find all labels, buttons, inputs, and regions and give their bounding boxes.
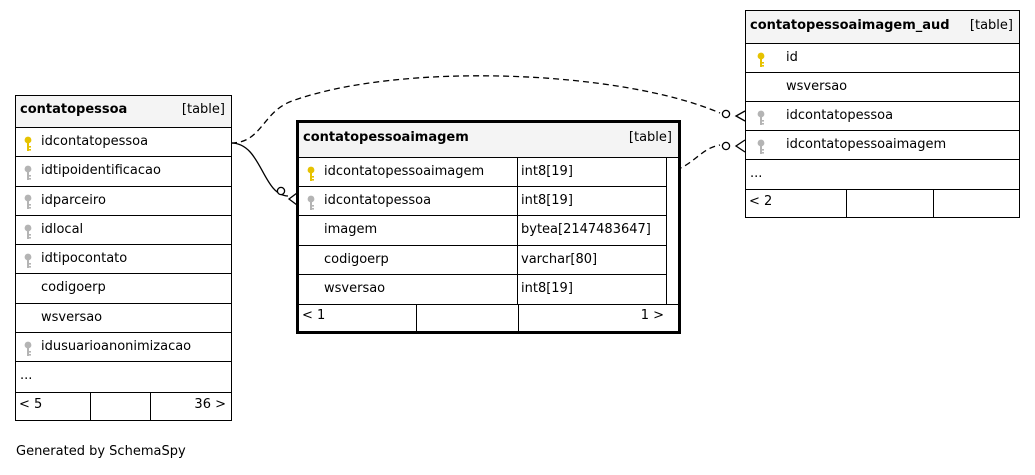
foreign-key-icon (23, 252, 33, 268)
table-row[interactable]: idcontatopessoaimagem (746, 131, 1019, 160)
table-header: contatopessoaimagem [table] (299, 123, 678, 158)
column-list: idcontatopessoa idtipoidentificacao idparc… (16, 128, 231, 392)
foreign-key-icon (306, 194, 316, 210)
foreign-key-icon (23, 164, 33, 180)
relationship-contatopessoaimagem-aud (675, 144, 721, 171)
table-row[interactable]: idcontatopessoa (16, 128, 231, 158)
column-name: idusuarioanonimizacao (41, 339, 192, 355)
crowfoot-marker (734, 139, 746, 153)
column-list: id wsversao idcontatopessoa idcontatopessoa… (746, 44, 1019, 189)
table-row[interactable]: idcontatopessoa (746, 102, 1019, 131)
table-header: contatopessoaimagem_aud [table] (746, 11, 1019, 44)
crowfoot-marker (287, 192, 298, 206)
column-name: idtipocontato (41, 251, 128, 267)
column-name: imagem (324, 222, 378, 238)
table-row[interactable]: ... (16, 362, 231, 391)
parents-link[interactable]: < 2 (749, 194, 773, 209)
column-name: idcontatopessoa (786, 108, 894, 123)
table-row[interactable]: codigoerp (16, 274, 231, 304)
column-name: idcontatopessoaimagem (324, 164, 485, 179)
table-row[interactable]: codigoerp varchar[80] (299, 245, 666, 275)
column-name: wsversao (786, 79, 848, 94)
table-footer: < 5 36 > (16, 391, 231, 420)
table-row[interactable]: id (746, 44, 1019, 73)
table-row[interactable]: idlocal (16, 216, 231, 246)
table-row[interactable]: idcontatopessoa int8[19] (299, 187, 666, 217)
crowfoot-zero-marker (276, 186, 286, 196)
table-row[interactable]: imagem bytea[2147483647] (299, 216, 666, 246)
table-name[interactable]: contatopessoaimagem (303, 130, 469, 145)
column-name: idtipoidentificacao (41, 163, 161, 179)
parents-link[interactable]: < 5 (19, 396, 43, 412)
table-footer: < 2 (746, 189, 1019, 217)
table-name[interactable]: contatopessoaimagem_aud (750, 18, 950, 33)
column-name: idlocal (41, 221, 84, 237)
table-type-label: [table] (969, 18, 1013, 33)
table-row[interactable]: idcontatopessoaimagem int8[19] (299, 158, 666, 188)
table-footer: < 1 1 > (299, 303, 678, 331)
column-name: wsversao (41, 309, 103, 325)
crowfoot-zero-marker (721, 109, 731, 119)
children-link[interactable]: 36 > (150, 392, 231, 420)
parents-link[interactable]: < 1 (302, 307, 326, 323)
table-row[interactable]: wsversao (746, 73, 1019, 102)
footer-middle-cell (846, 190, 933, 217)
column-name: ... (750, 166, 763, 181)
children-link[interactable] (933, 190, 1019, 217)
table-row[interactable]: wsversao int8[19] (299, 274, 666, 304)
table-type-label: [table] (181, 102, 225, 117)
generated-by-note: Generated by SchemaSpy (16, 444, 186, 459)
table-row[interactable]: idtipoidentificacao (16, 157, 231, 187)
primary-key-icon (23, 135, 33, 151)
column-name: idcontatopessoa (41, 134, 149, 149)
column-name: codigoerp (324, 251, 389, 267)
table-type-label: [table] (628, 130, 672, 145)
foreign-key-icon (23, 340, 33, 356)
relationship-contatopessoa-aud (230, 75, 721, 144)
column-name: idparceiro (41, 192, 106, 208)
table-row[interactable]: wsversao (16, 304, 231, 334)
footer-middle-cell (416, 304, 518, 331)
table-contatopessoaimagem-aud[interactable]: contatopessoaimagem_aud [table] id wsvers… (745, 10, 1020, 218)
column-type: varchar[80] (517, 245, 666, 274)
column-name: wsversao (324, 280, 386, 296)
table-header: contatopessoa [table] (16, 96, 231, 128)
column-name: ... (20, 368, 33, 384)
table-row[interactable]: ... (746, 160, 1019, 189)
column-type: int8[19] (517, 158, 666, 187)
foreign-key-icon (756, 109, 766, 125)
primary-key-icon (306, 165, 316, 181)
column-type: int8[19] (517, 274, 666, 304)
column-name: id (786, 50, 798, 65)
table-row[interactable]: idusuarioanonimizacao (16, 333, 231, 363)
table-contatopessoaimagem[interactable]: contatopessoaimagem [table] idcontatopes… (296, 120, 681, 334)
table-row[interactable]: idparceiro (16, 187, 231, 216)
column-name: idcontatopessoaimagem (786, 137, 947, 152)
table-row[interactable]: idtipocontato (16, 245, 231, 275)
primary-key-icon (756, 51, 766, 67)
column-name: idcontatopessoa (324, 193, 432, 209)
footer-middle-cell (90, 392, 150, 420)
foreign-key-icon (23, 223, 33, 239)
foreign-key-icon (756, 138, 766, 154)
table-name[interactable]: contatopessoa (20, 102, 128, 117)
children-link[interactable]: 1 > (518, 304, 678, 331)
crowfoot-zero-marker (721, 141, 731, 151)
foreign-key-icon (23, 193, 33, 210)
table-contatopessoa[interactable]: contatopessoa [table] idcontatopessoa idt… (15, 95, 232, 421)
column-type: int8[19] (517, 187, 666, 216)
crowfoot-marker (734, 110, 746, 122)
column-type: bytea[2147483647] (517, 216, 666, 245)
column-name: codigoerp (41, 280, 106, 296)
